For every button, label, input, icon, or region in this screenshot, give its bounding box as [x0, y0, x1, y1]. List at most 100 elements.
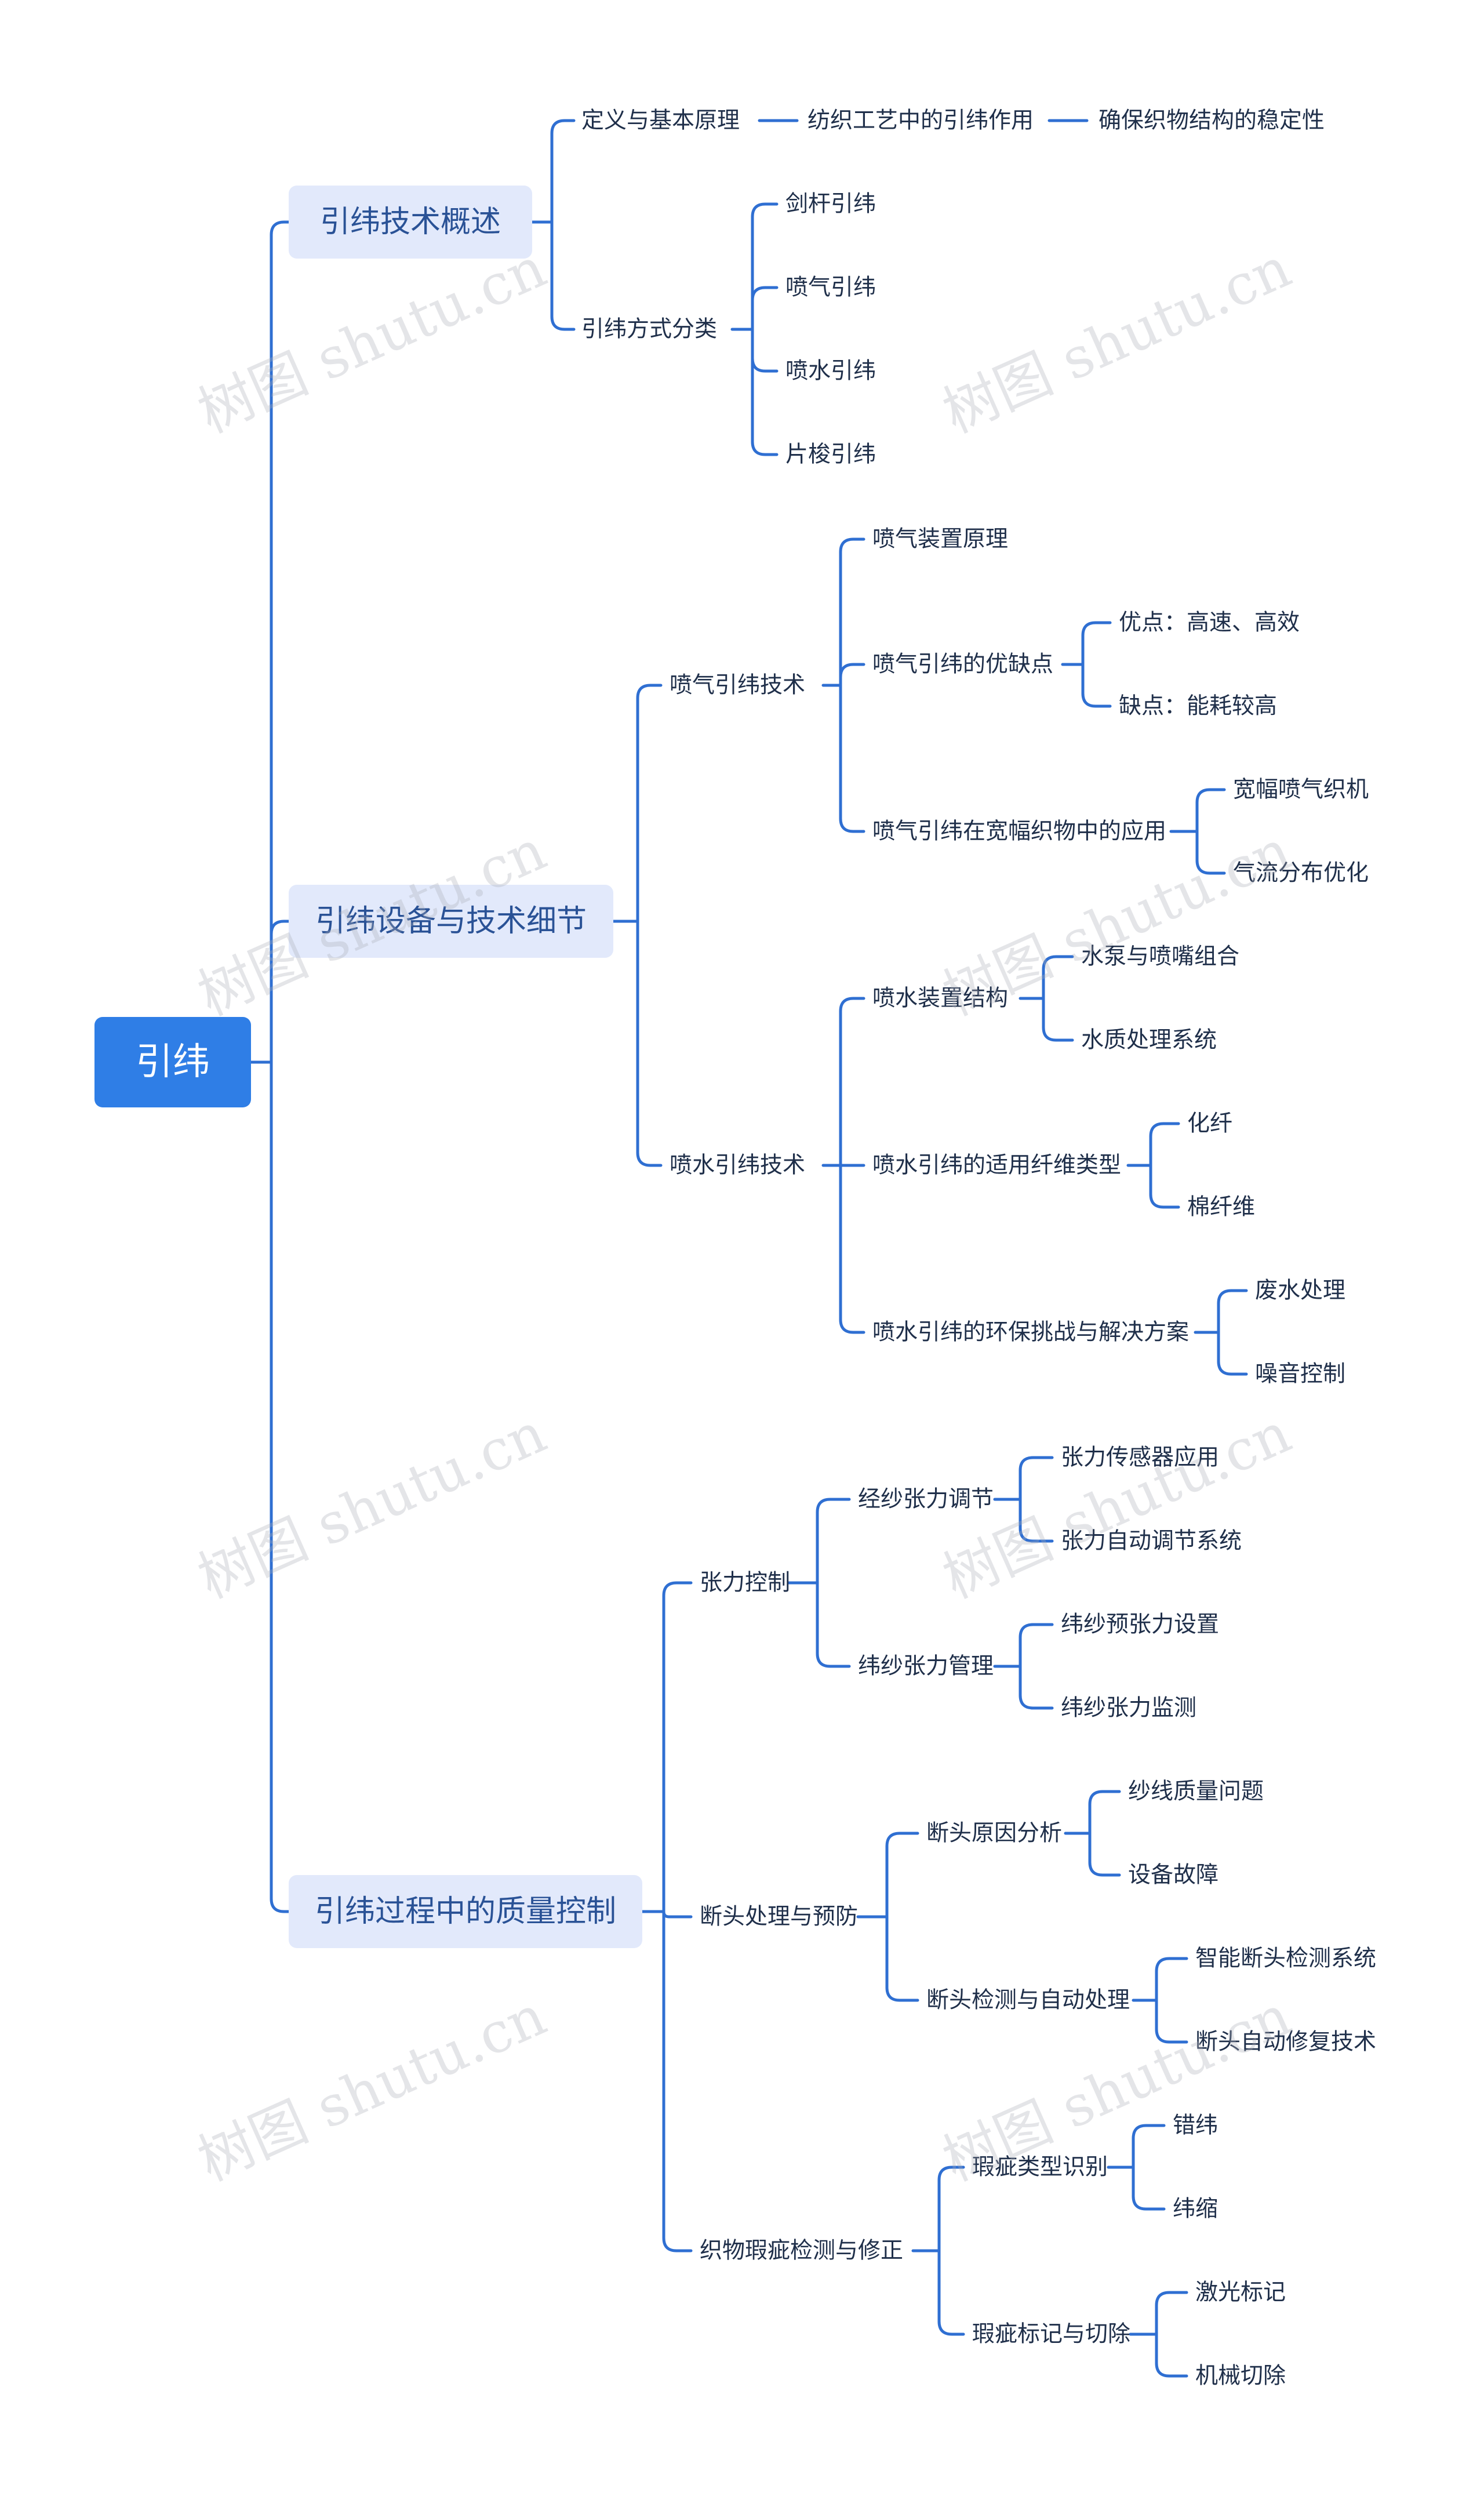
connector	[1195, 830, 1226, 875]
node-water-jet[interactable]: 喷水引纬技术	[670, 1152, 806, 1179]
connector	[1195, 788, 1226, 833]
connector	[1155, 1957, 1188, 2002]
node-method-air[interactable]: 喷气引纬	[785, 274, 876, 301]
connector	[1149, 1164, 1180, 1209]
node-air-flow[interactable]: 气流分布优化	[1233, 860, 1369, 887]
connector	[636, 684, 663, 923]
connector	[1019, 1623, 1054, 1668]
node-role[interactable]: 纺织工艺中的引纬作用	[808, 107, 1034, 134]
node-tension[interactable]: 张力控制	[700, 1569, 791, 1596]
node-water-pump[interactable]: 水泵与喷嘴组合	[1081, 943, 1240, 970]
connector	[270, 220, 290, 1064]
node-air-proscons[interactable]: 喷气引纬的优缺点	[872, 651, 1054, 678]
node-env-noise[interactable]: 噪音控制	[1255, 1361, 1346, 1387]
node-air-jet[interactable]: 喷气引纬技术	[670, 672, 806, 699]
node-method-water[interactable]: 喷水引纬	[785, 358, 876, 384]
connector	[839, 1164, 865, 1334]
connector	[1155, 2291, 1188, 2336]
connector	[1088, 1790, 1121, 1835]
connector	[937, 2166, 965, 2252]
node-air-cons[interactable]: 缺点：能耗较高	[1119, 693, 1278, 720]
node-tension-auto[interactable]: 张力自动调节系统	[1061, 1528, 1242, 1554]
connector	[550, 220, 576, 331]
node-weft-tension[interactable]: 纬纱张力管理	[858, 1653, 994, 1680]
connector	[1088, 1832, 1121, 1877]
node-env-wastewater[interactable]: 废水处理	[1255, 1277, 1346, 1304]
connector	[839, 663, 865, 687]
node-mark-laser[interactable]: 激光标记	[1195, 2279, 1286, 2306]
node-air-wide-loom[interactable]: 宽幅喷气织机	[1233, 776, 1369, 803]
connector	[1132, 2124, 1166, 2169]
connector	[1217, 1289, 1248, 1334]
node-mark-cut[interactable]: 机械切除	[1195, 2363, 1286, 2389]
node-type-mispick[interactable]: 错纬	[1173, 2112, 1219, 2139]
connector	[1081, 663, 1112, 708]
node-weft-monitor[interactable]: 纬纱张力监测	[1061, 1695, 1197, 1721]
node-cause-yarn[interactable]: 纱线质量问题	[1128, 1778, 1264, 1805]
node-air-wide[interactable]: 喷气引纬在宽幅织物中的应用	[872, 818, 1167, 845]
connector	[550, 119, 576, 224]
connector	[839, 997, 865, 1167]
connector	[1042, 997, 1074, 1042]
connector	[1019, 1456, 1054, 1501]
node-defect-marking[interactable]: 瑕疵标记与切除	[972, 2321, 1131, 2348]
node-stability[interactable]: 确保织物结构的稳定性	[1099, 107, 1325, 134]
connector	[1217, 1331, 1248, 1376]
connector	[816, 1498, 851, 1585]
connector	[751, 328, 779, 456]
branch-quality[interactable]: 引纬过程中的质量控制	[289, 1875, 642, 1948]
node-fiber-cotton[interactable]: 棉纤维	[1187, 1194, 1256, 1220]
node-breakage[interactable]: 断头处理与预防	[700, 1903, 859, 1930]
connector	[885, 1832, 919, 1919]
node-tension-sensor[interactable]: 张力传感器应用	[1061, 1444, 1220, 1471]
node-definition[interactable]: 定义与基本原理	[581, 107, 740, 134]
node-cause-equipment[interactable]: 设备故障	[1128, 1862, 1219, 1888]
connector	[751, 328, 779, 373]
root-node[interactable]: 引纬	[94, 1017, 251, 1107]
connector	[270, 1060, 290, 1913]
node-defect-types[interactable]: 瑕疵类型识别	[972, 2154, 1108, 2181]
node-break-detect[interactable]: 断头检测与自动处理	[926, 1987, 1130, 2014]
node-type-shrink[interactable]: 纬缩	[1173, 2196, 1219, 2222]
node-method-projectile[interactable]: 片梭引纬	[785, 441, 876, 468]
node-air-pros[interactable]: 优点：高速、高效	[1119, 609, 1300, 636]
node-detect-repair[interactable]: 断头自动修复技术	[1195, 2029, 1377, 2055]
node-method-rapier[interactable]: 剑杆引纬	[785, 191, 876, 217]
node-warp-tension[interactable]: 经纱张力调节	[858, 1486, 994, 1513]
node-water-fibers[interactable]: 喷水引纬的适用纤维类型	[872, 1152, 1122, 1179]
connector	[1149, 1122, 1180, 1167]
connector	[1155, 1999, 1188, 2044]
connector	[816, 1581, 851, 1668]
connector	[636, 920, 663, 1167]
node-water-treatment[interactable]: 水质处理系统	[1081, 1027, 1217, 1053]
node-air-principle[interactable]: 喷气装置原理	[872, 526, 1009, 553]
connector	[1155, 2332, 1188, 2378]
connector	[839, 684, 865, 833]
connector	[1132, 2166, 1166, 2211]
node-break-cause[interactable]: 断头原因分析	[926, 1820, 1063, 1847]
node-water-env[interactable]: 喷水引纬的环保挑战与解决方案	[872, 1319, 1190, 1346]
node-classification[interactable]: 引纬方式分类	[581, 316, 718, 343]
connector	[1042, 955, 1074, 1000]
connector	[839, 537, 865, 687]
node-detect-smart[interactable]: 智能断头检测系统	[1195, 1945, 1377, 1972]
branch-equipment[interactable]: 引纬设备与技术细节	[289, 885, 613, 958]
connector	[662, 1581, 693, 1913]
connector	[751, 202, 779, 331]
connector	[1019, 1665, 1054, 1710]
connector	[751, 286, 779, 331]
branch-overview[interactable]: 引纬技术概述	[289, 186, 532, 259]
connector	[662, 1910, 693, 1919]
node-water-structure[interactable]: 喷水装置结构	[872, 985, 1009, 1012]
connector	[1081, 621, 1112, 666]
connector	[937, 2249, 965, 2336]
connector	[1019, 1498, 1054, 1543]
node-weft-pretension[interactable]: 纬纱预张力设置	[1061, 1611, 1220, 1638]
connector	[662, 1910, 693, 2252]
node-fiber-synthetic[interactable]: 化纤	[1187, 1110, 1233, 1137]
connector	[270, 920, 290, 1064]
node-defect[interactable]: 织物瑕疵检测与修正	[700, 2237, 904, 2264]
connector	[885, 1915, 919, 2002]
